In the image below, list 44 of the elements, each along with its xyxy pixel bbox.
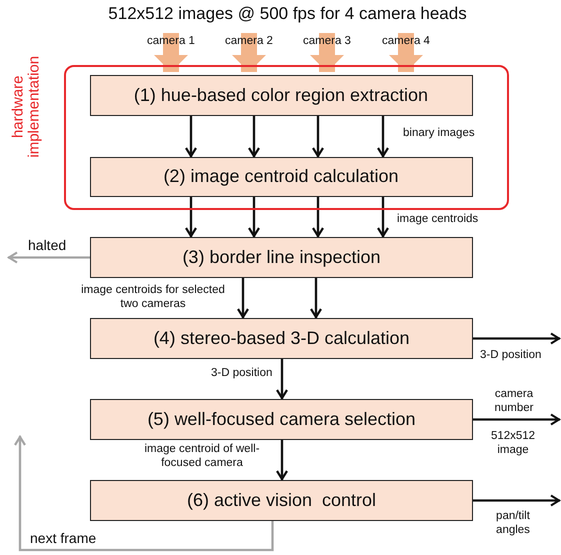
process-box: (2) image centroid calculation <box>90 156 472 196</box>
process-box: (3) border line inspection <box>90 237 473 278</box>
arrow <box>184 197 198 238</box>
process-box: (6) active vision control <box>90 480 473 521</box>
edge-label: camera 3 <box>303 34 351 48</box>
flow-label: 512x512 image <box>490 428 536 458</box>
edge-label: 3-D position <box>211 366 272 380</box>
block-arrow <box>310 33 344 72</box>
block-arrow <box>232 33 266 72</box>
edge-label: camera 4 <box>382 34 430 48</box>
flow-label: image centroids <box>397 212 478 226</box>
arrow <box>376 116 390 158</box>
process-box: (4) stereo-based 3-D calculation <box>90 318 473 359</box>
arrow <box>312 116 324 158</box>
process-box: (5) well-focused camera selection <box>90 399 473 440</box>
arrow <box>248 197 260 238</box>
flow-label: image centroids for selected two cameras <box>80 282 226 312</box>
edge-label: camera number <box>494 386 534 416</box>
arrow <box>248 116 260 158</box>
title: 512x512 images @ 500 fps for 4 camera heads <box>107 4 468 24</box>
arrow <box>236 278 250 318</box>
arrow <box>276 440 288 480</box>
edge-label: next frame <box>30 530 96 548</box>
arrow <box>312 197 324 238</box>
block-arrow <box>154 33 188 72</box>
edge-label: image centroid of well-focused camera <box>143 442 261 470</box>
arrow <box>376 197 390 238</box>
flow-label: binary images <box>403 126 475 140</box>
arrow <box>14 436 274 552</box>
process-box: (1) hue-based color region extraction <box>90 74 472 116</box>
arrow <box>473 494 560 507</box>
edge-label: camera 1 <box>147 34 195 48</box>
arrow <box>276 359 288 400</box>
arrow <box>184 116 198 158</box>
arrow <box>473 413 560 426</box>
edge-label: halted <box>28 237 66 254</box>
arrow <box>473 332 560 345</box>
edge-label: 3-D position <box>480 348 542 362</box>
edge-label: pan/tilt angles <box>495 508 531 538</box>
arrow <box>310 278 322 318</box>
block-arrow <box>389 33 423 72</box>
arrow <box>8 251 90 264</box>
group-label: hardware implementation <box>10 54 42 160</box>
edge-label: camera 2 <box>225 34 273 48</box>
